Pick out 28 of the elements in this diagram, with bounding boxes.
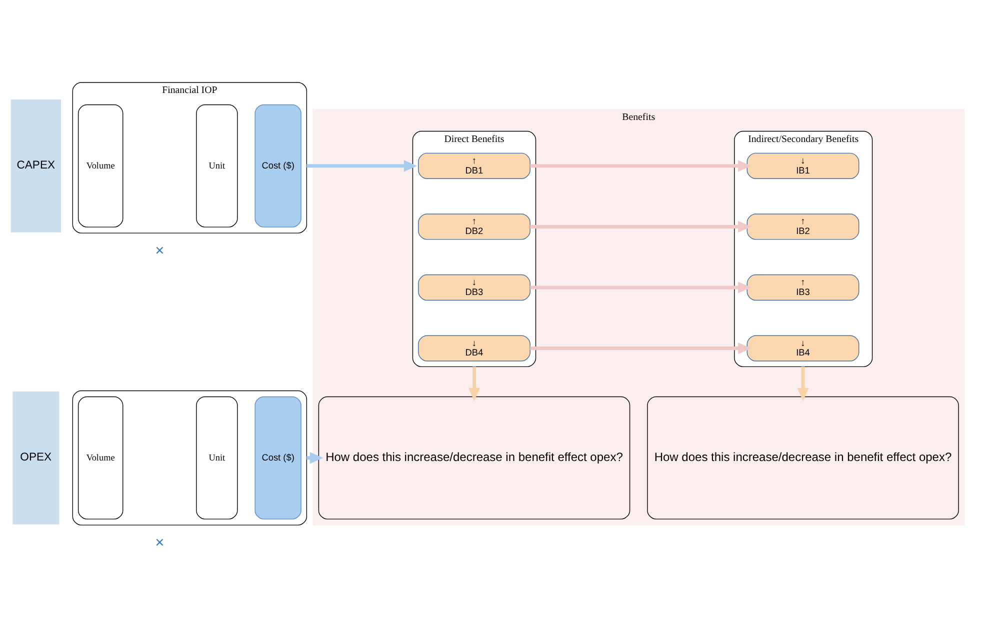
arrow [468, 366, 480, 401]
node-box: Unit [196, 396, 238, 519]
arrow [530, 160, 752, 172]
node-box: CAPEX [10, 98, 61, 232]
node-box: ↓ IB4 [746, 334, 860, 361]
node-box: ↓ DB3 [418, 274, 530, 300]
label: × [155, 242, 164, 259]
node-box: ↓ DB4 [418, 334, 530, 361]
arrow [530, 281, 752, 293]
node-box: ↑ IB2 [746, 213, 860, 240]
node-box: ↓ IB1 [746, 152, 860, 178]
node-box: ↑ DB1 [418, 152, 530, 178]
arrow [530, 220, 752, 232]
node-box: How does this increase/decrease in benefit effect opex? [318, 396, 630, 519]
node-box: Unit [196, 104, 238, 227]
node-box: ↑ DB2 [418, 213, 530, 240]
node-box: ↑ IB3 [746, 274, 860, 300]
arrow [306, 160, 418, 172]
node-box: How does this increase/decrease in benefit effect opex? [647, 396, 959, 519]
arrow [530, 342, 752, 354]
node-box: Volume [78, 104, 124, 227]
arrow [797, 366, 809, 401]
cluster [72, 390, 308, 525]
node-box: Cost ($) [254, 396, 302, 519]
node-box: Volume [78, 396, 124, 519]
label: × [155, 534, 164, 551]
node-box: OPEX [12, 390, 60, 524]
node-box: Cost ($) [254, 104, 302, 227]
